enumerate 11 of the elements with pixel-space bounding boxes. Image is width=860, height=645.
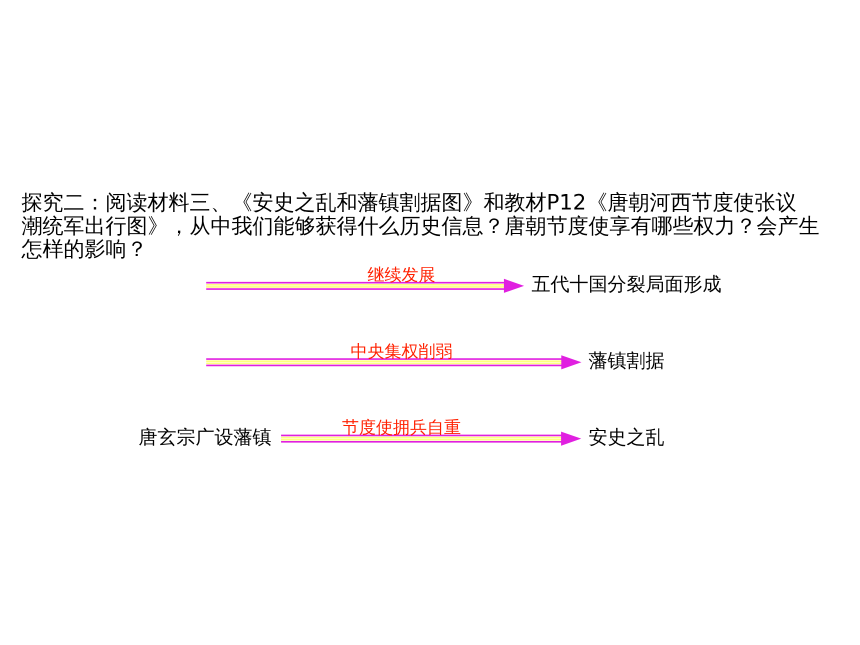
edge-label: 继续发展 [367, 264, 436, 285]
arrow [206, 354, 582, 369]
arrow [281, 431, 582, 446]
arrow [206, 278, 524, 292]
node-text: 藩镇割据 [588, 348, 664, 372]
diagram-title: 探究二：阅读材料三、《安史之乱和藩镇割据图》和教材P12《唐朝河西节度使张议潮统军出行图》，从中我们能够获得什么历史信息？唐朝节度使享有哪些权力？会产生怎样的影响？ [21, 190, 820, 262]
edge-label: 中央集权削弱 [350, 341, 452, 362]
node-text: 唐玄宗广设藩镇 [138, 424, 272, 448]
edge-label: 节度使拥兵自重 [342, 418, 461, 438]
node-text: 五代十国分裂局面形成 [531, 272, 722, 296]
node-text: 安史之乱 [588, 424, 664, 448]
